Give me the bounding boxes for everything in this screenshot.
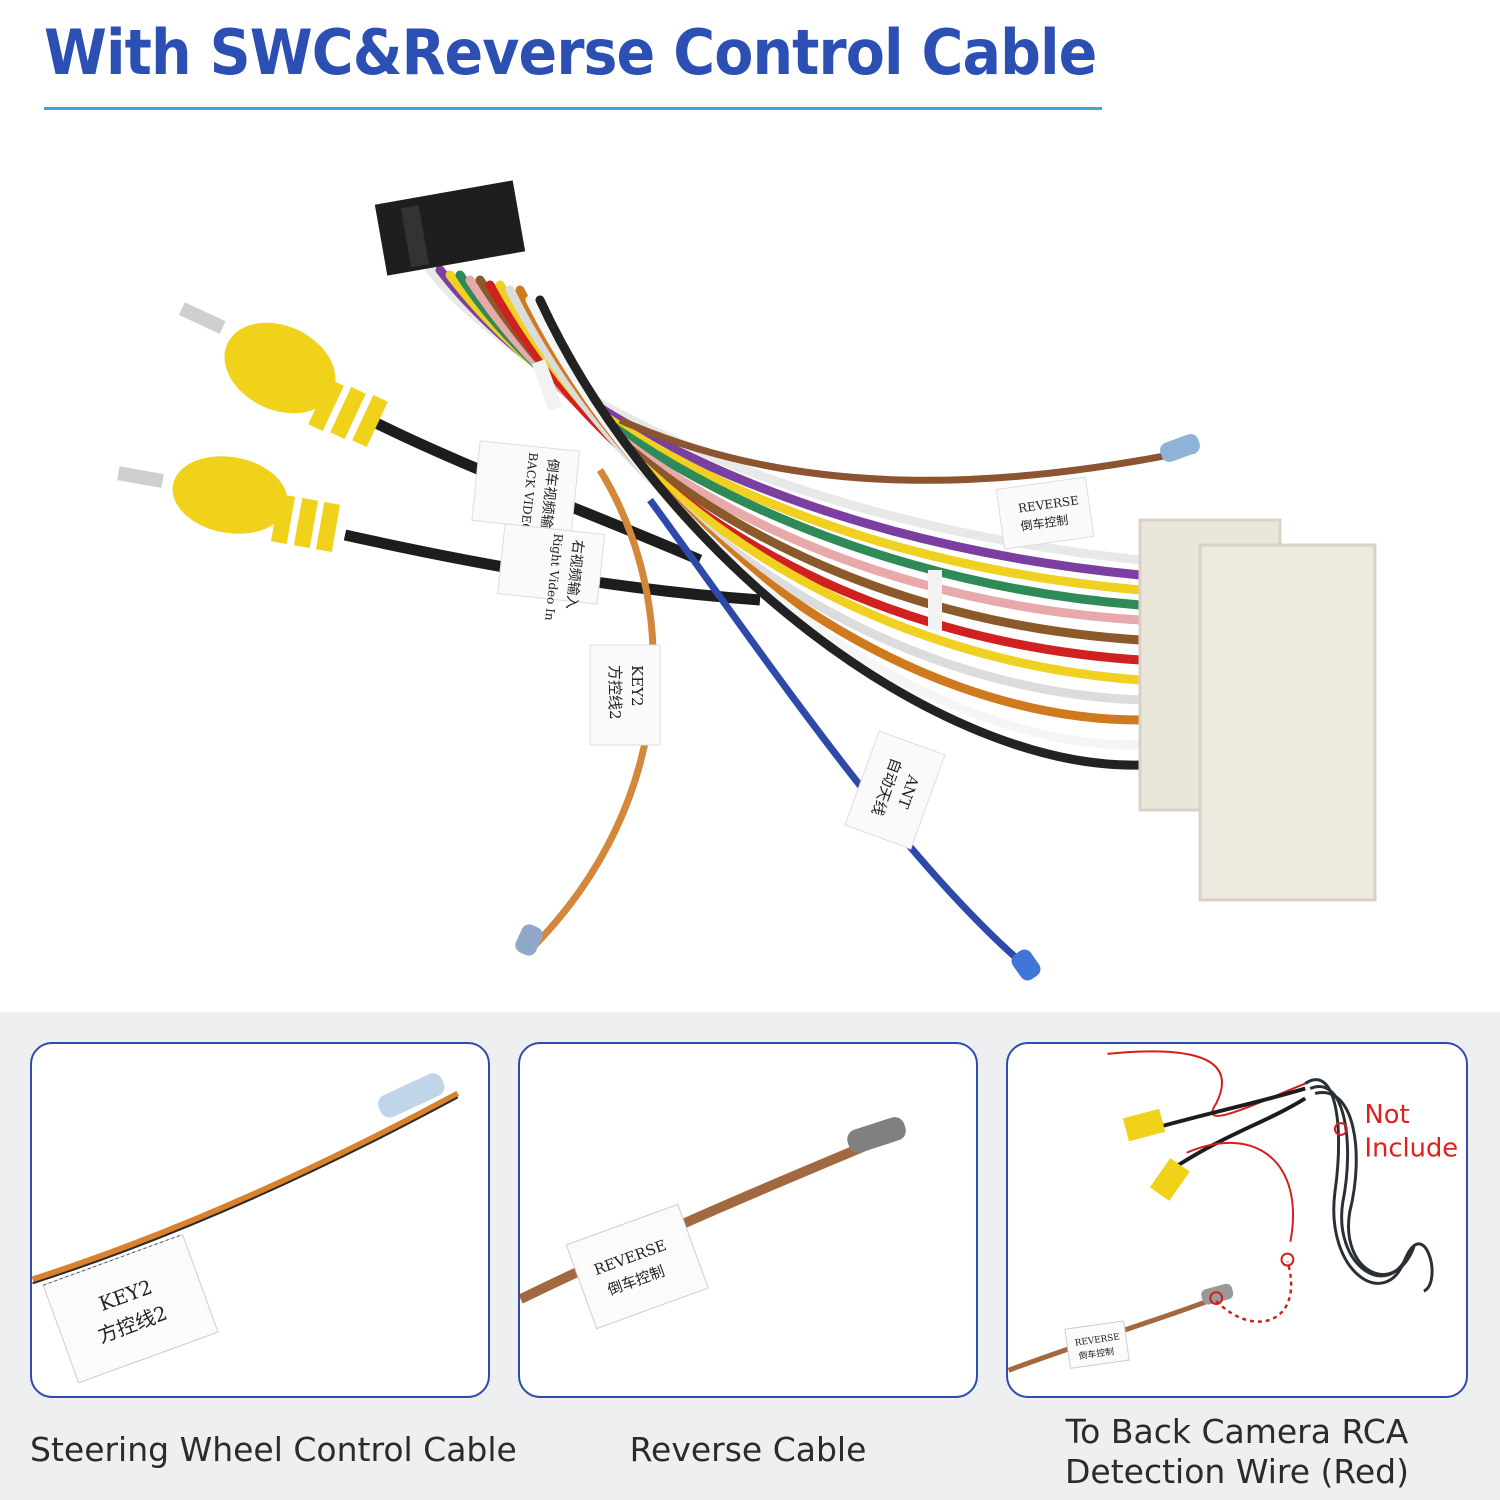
label-right-video-in: 右视频输入 Right Video In: [497, 523, 606, 622]
wire-bundle: [425, 265, 1145, 770]
ant-wire: [647, 497, 1033, 973]
rca-plug-top-icon: [178, 302, 388, 448]
camera-cable-coil: [1304, 1078, 1434, 1293]
note-not-include-line1: Not: [1365, 1100, 1410, 1130]
camera-cable-closeup: REVERSE 倒车控制 Not Include: [1008, 1050, 1459, 1373]
rca-plug-bottom-icon: [117, 456, 341, 553]
panel-back-camera-detection: REVERSE 倒车控制 Not Include: [1006, 1042, 1468, 1398]
svg-text:倒车控制: 倒车控制: [1020, 512, 1070, 534]
reverse-wire-closeup: REVERSE 倒车控制: [520, 1117, 906, 1330]
svg-text:KEY2: KEY2: [628, 665, 646, 707]
caption-steering-wheel-control: Steering Wheel Control Cable: [30, 1430, 517, 1469]
label-reverse: REVERSE 倒车控制: [995, 476, 1095, 550]
detection-reverse-tag: REVERSE 倒车控制: [1064, 1320, 1130, 1369]
title-underline: [44, 107, 1102, 110]
panel-steering-wheel-control: KEY2 方控线2: [30, 1042, 490, 1398]
wiring-harness-photo: 倒车视频输入 BACK VIDEO IN 右视频输入 Right Video I…: [117, 180, 1377, 981]
label-ant: ANT 自动天线: [844, 730, 946, 850]
black-connector: [374, 180, 526, 276]
label-key2: KEY2 方控线2: [589, 644, 661, 746]
reverse-wire: [618, 416, 1196, 484]
steering-wire-closeup: KEY2 方控线2: [32, 1073, 460, 1384]
note-not-include-line2: Include: [1365, 1134, 1459, 1164]
svg-text:方控线2: 方控线2: [606, 665, 624, 720]
reverse-tag: REVERSE 倒车控制: [565, 1203, 709, 1330]
panel-reverse-cable: REVERSE 倒车控制: [518, 1042, 978, 1398]
caption-line-2: Detection Wire (Red): [1065, 1452, 1409, 1492]
key2-tag: KEY2 方控线2: [42, 1233, 219, 1384]
svg-text:右视频输入: 右视频输入: [563, 539, 586, 610]
caption-line-1: To Back Camera RCA: [1065, 1412, 1409, 1451]
caption-back-camera-detection: To Back Camera RCA Detection Wire (Red): [1006, 1412, 1468, 1493]
white-connector: [1138, 518, 1377, 902]
page-title: With SWC&Reverse Control Cable: [44, 16, 1097, 89]
caption-reverse-cable: Reverse Cable: [629, 1430, 867, 1469]
